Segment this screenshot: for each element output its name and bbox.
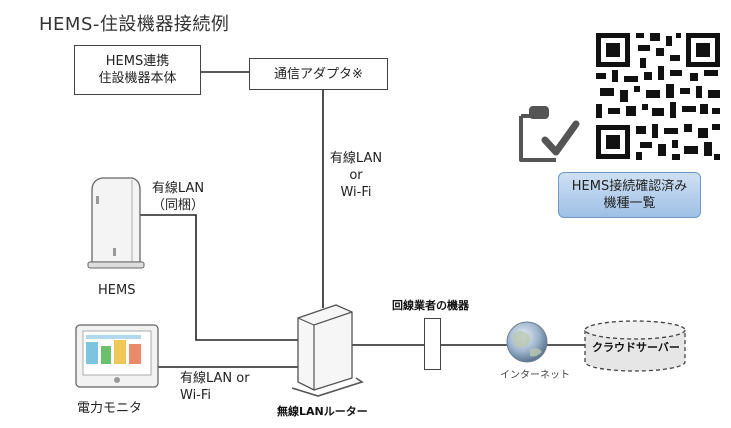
adapter-label: 通信アダプタ※ [274,66,363,82]
power-monitor-label: 電力モニタ [77,401,143,416]
hems-equipment-box: HEMS連携 住設機器本体 [74,45,201,95]
router-label: 無線LANルーター [277,405,368,418]
certified-models-label-1: HEMS接続確認済み [571,179,688,194]
link-label-adapter-router: 有線LAN or Wi-Fi [329,151,383,200]
internet-label: インターネット [500,370,570,381]
line-hems-router [140,214,298,341]
hems-equipment-label-1: HEMS連携 [105,54,170,69]
certified-models-label-2: 機種一覧 [603,196,656,211]
adapter-box: 通信アダプタ※ [249,58,388,90]
certified-models-button[interactable]: HEMS接続確認済み 機種一覧 [558,172,701,218]
isp-device-icon [424,318,441,370]
cloud-server-label: クラウドサーバー [592,341,680,354]
page-title: HEMS-住設機器接続例 [39,14,230,35]
isp-device-label: 回線業者の機器 [392,299,469,312]
hems-equipment-label-2: 住設機器本体 [98,71,177,86]
link-label-monitor-router: 有線LAN or Wi-Fi [180,371,250,403]
link-label-hems-router: 有線LAN （同梱） [151,181,205,213]
hems-label: HEMS [98,283,136,298]
